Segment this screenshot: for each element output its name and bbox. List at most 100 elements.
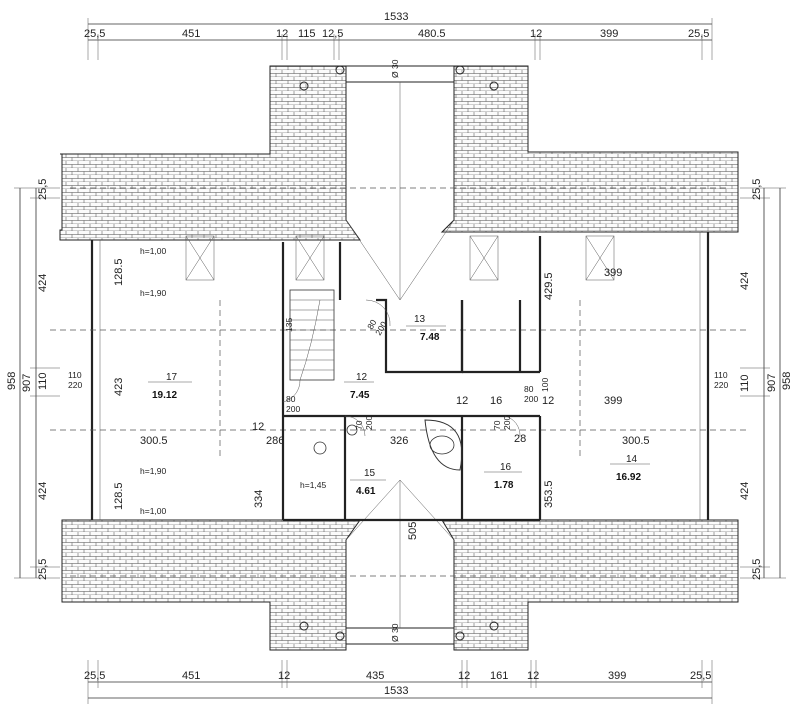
dim-label: 505 [407,522,419,540]
left-seg-dim: 424 [37,274,49,292]
top-seg-dim: 115 [298,28,316,40]
room-number: 12 [356,372,368,383]
right-seg-dim: 424 [739,272,751,290]
bottom-dimension-chain: 25,5 451 12 435 12 161 12 399 25,5 1533 [84,660,713,704]
dim-label: 286 [266,435,284,447]
top-seg-dim: 12,5 [322,28,343,40]
room-number: 17 [166,372,178,383]
left-total-dim: 958 [6,372,18,390]
room-area: 1.78 [494,480,514,491]
top-seg-dim: 25,5 [688,28,709,40]
dim-label: 200 [502,416,512,430]
room-12: 12 7.45 [344,372,374,401]
roof-top-left [59,65,361,241]
dim-label: 326 [390,435,408,447]
right-total-dim: 958 [781,372,793,390]
right-seg-dim: 25,5 [751,179,763,200]
room-area: 7.45 [350,390,370,401]
dim-label: 429.5 [543,272,555,300]
left-seg-dim: 110 [37,372,49,390]
dormer-top-label: Ø 30 [390,59,400,78]
dim-label: 128.5 [113,258,125,286]
dim-label: 399 [604,395,622,407]
dashed-projection-lines [50,187,750,577]
top-seg-dim: 480.5 [418,28,446,40]
bottom-seg-dim: 451 [182,670,200,682]
top-dimension-chain: 1533 25,5 451 12 115 12,5 480.5 12 399 2… [84,11,713,60]
bottom-seg-dim: 25,5 [84,670,105,682]
room-area: 19.12 [152,390,177,401]
dim-label: 100 [540,378,550,392]
room-number: 15 [364,468,376,479]
dim-label: 80 [286,394,296,404]
top-seg-dim: 12 [276,28,288,40]
room-14: 14 16.92 [610,454,650,483]
height-label: h=1,45 [300,480,327,490]
left-seg-dim: 424 [37,482,49,500]
dim-label: 28 [514,433,526,445]
bottom-seg-dim: 12 [527,670,539,682]
dim-label: 110 [714,370,728,380]
right-seg-dim: 25,5 [751,559,763,580]
roof-top-right [440,65,739,233]
height-label: h=1,90 [140,288,167,298]
dim-label: 12 [456,395,468,407]
left-seg-dim: 25,5 [37,559,49,580]
top-seg-dim: 12 [530,28,542,40]
bottom-seg-dim: 161 [490,670,508,682]
right-seg-dim: 110 [739,374,751,392]
height-label: h=1,00 [140,246,167,256]
dormer-bottom-label: Ø 30 [390,623,400,642]
right-seg-dim: 424 [739,482,751,500]
room-number: 16 [500,462,512,473]
plan-annotations: h=1,00 h=1,90 h=1,90 h=1,00 h=1,45 128.5… [68,246,728,540]
right-dimension-chain: 958 907 25,5 424 110 424 25,5 [739,179,793,580]
room-area: 7.48 [420,332,440,343]
room-area: 16.92 [616,472,641,483]
room-number: 13 [414,314,426,325]
roof-tiles: Ø 30 Ø 30 [59,59,739,651]
right-inner-dim: 907 [766,374,778,392]
roof-bottom-right [441,519,739,651]
top-seg-dim: 25,5 [84,28,105,40]
top-total-dim: 1533 [384,11,408,23]
dim-label: 423 [113,378,125,396]
dim-label: 200 [524,394,538,404]
dim-label: 300.5 [140,435,168,447]
dim-label: 353.5 [543,480,555,508]
left-dimension-chain: 958 907 25,5 424 110 424 25,5 [6,179,60,580]
dim-label: 110 [68,370,82,380]
dim-label: 16 [490,395,502,407]
room-15: 15 4.61 [350,468,386,497]
dim-label: 70 [492,420,502,430]
bottom-total-dim: 1533 [384,685,408,697]
left-inner-dim: 907 [21,374,33,392]
bottom-seg-dim: 25,5 [690,670,711,682]
bottom-seg-dim: 435 [366,670,384,682]
roof-bottom-left [61,519,361,651]
outer-walls [90,232,710,520]
dim-label: 334 [253,490,265,508]
top-seg-dim: 451 [182,28,200,40]
dim-label: 70 [354,420,364,430]
room-16: 16 1.78 [484,462,522,491]
dim-label: 128.5 [113,482,125,510]
dim-label: 12 [252,421,264,433]
top-seg-dim: 399 [600,28,618,40]
dim-label: 135 [284,318,294,332]
interior-walls [281,236,542,522]
left-seg-dim: 25,5 [37,179,49,200]
bottom-seg-dim: 399 [608,670,626,682]
door-swings [282,299,521,437]
bottom-seg-dim: 12 [458,670,470,682]
dim-label: 300.5 [622,435,650,447]
hip-lines [345,82,455,628]
room-13: 13 7.48 [406,314,446,343]
room-area: 4.61 [356,486,376,497]
room-number: 14 [626,454,638,465]
dim-label: 200 [364,416,374,430]
dim-label: 200 [286,404,300,414]
height-label: h=1,90 [140,466,167,476]
dim-label: 220 [68,380,82,390]
